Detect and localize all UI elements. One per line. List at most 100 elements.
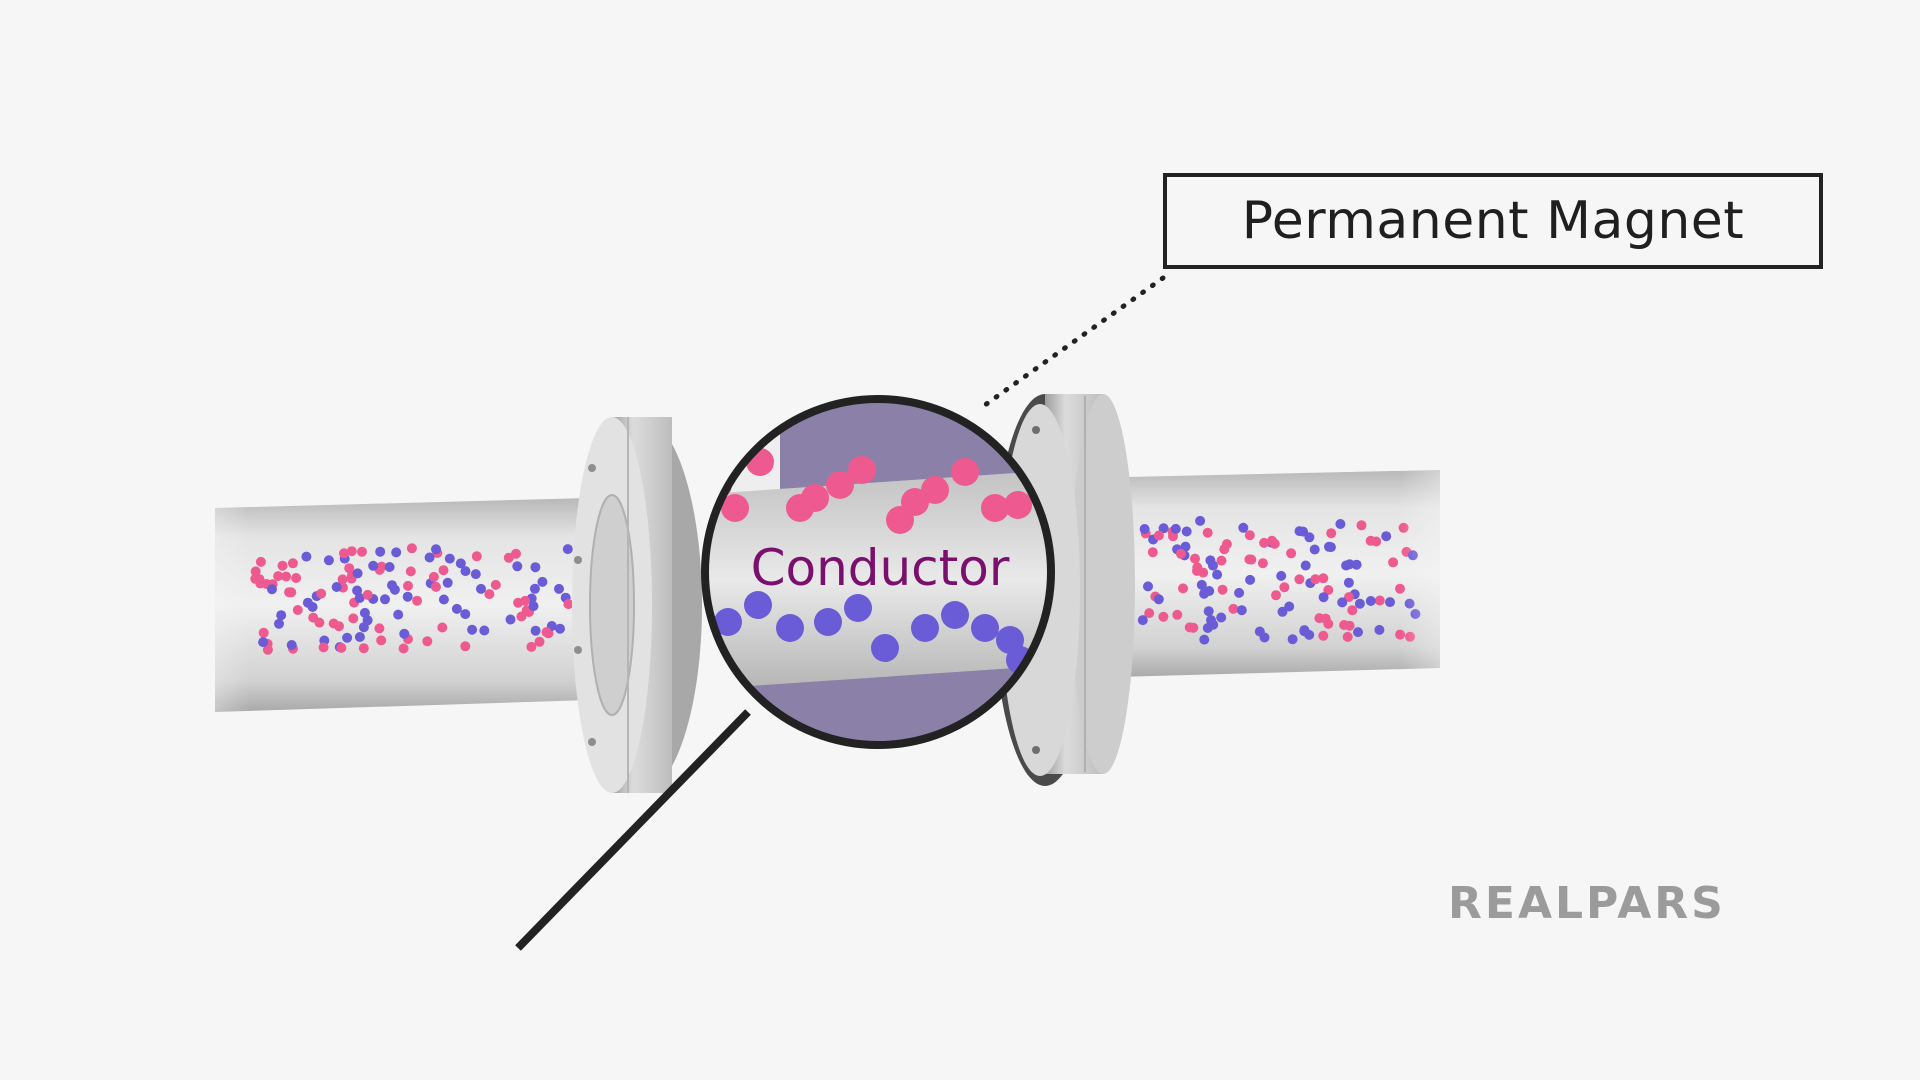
negative-charge [744, 591, 772, 619]
charge-particle [403, 580, 413, 591]
charge-particle [1178, 583, 1188, 594]
charge-particle [1190, 553, 1200, 564]
charge-particle [1216, 555, 1227, 566]
charge-particle [1244, 530, 1255, 541]
charge-particle [1216, 612, 1227, 623]
charge-particle [1309, 544, 1320, 555]
charge-particle [1356, 520, 1367, 531]
charge-particle [255, 578, 266, 589]
charge-particle [406, 543, 417, 554]
charge-particle [1381, 531, 1392, 542]
charge-particle [1236, 605, 1247, 616]
charge-particle [1279, 582, 1290, 593]
charge-particle [368, 560, 379, 571]
charge-particle [286, 640, 297, 650]
charge-particle [1300, 560, 1311, 571]
left-pipe [150, 480, 590, 740]
charge-particle [301, 551, 312, 562]
charge-particle [398, 643, 409, 654]
charge-particle [354, 632, 365, 642]
charge-particle [520, 595, 531, 606]
charge-particle [467, 624, 478, 635]
charge-particle [1244, 554, 1255, 565]
charge-particle [1318, 630, 1329, 641]
charge-particle [1259, 537, 1270, 548]
charge-particle [273, 571, 284, 582]
charge-particle [1374, 595, 1385, 606]
charge-particle [1287, 634, 1298, 645]
charge-particle [438, 594, 449, 605]
charge-particle [476, 583, 486, 594]
charge-particle [336, 642, 347, 653]
charge-particle [1294, 574, 1305, 585]
charge-particle [444, 553, 455, 564]
negative-charge [714, 608, 742, 636]
negative-charge [814, 608, 842, 636]
charge-particle [455, 558, 466, 569]
charge-particle [1304, 532, 1315, 543]
charge-particle [358, 643, 369, 654]
left-pipe-particles [250, 543, 574, 655]
charge-particle [1365, 596, 1376, 606]
charge-particle [1158, 611, 1169, 622]
charge-particle [314, 617, 325, 628]
charge-particle [1202, 527, 1213, 538]
charge-particle [274, 618, 284, 629]
charge-particle [460, 609, 471, 620]
charge-particle [291, 573, 302, 583]
charge-particle [1139, 524, 1150, 534]
charge-particle [1388, 557, 1399, 568]
charge-particle [554, 583, 564, 594]
charge-particle [1276, 570, 1287, 581]
charge-particle [352, 568, 363, 579]
charge-particle [1195, 515, 1206, 526]
charge-particle [1299, 625, 1310, 636]
charge-particle [384, 562, 395, 572]
charge-particle [362, 589, 373, 600]
charge-particle [412, 595, 423, 606]
charge-particle [302, 597, 313, 608]
charge-particle [1196, 579, 1207, 590]
charge-particle [1343, 592, 1354, 603]
charge-particle [1238, 522, 1249, 533]
charge-particle [484, 589, 495, 600]
charge-particle [1204, 586, 1215, 596]
charge-particle [1351, 559, 1362, 570]
charge-particle [1143, 581, 1153, 592]
charge-particle [1284, 601, 1295, 612]
charge-particle [555, 623, 565, 634]
charge-particle [1277, 606, 1288, 617]
charge-particle [287, 558, 298, 569]
charge-particle [1347, 605, 1358, 616]
charge-particle [424, 552, 435, 563]
charge-particle [374, 623, 385, 634]
charge-particle [1310, 574, 1321, 585]
charge-particle [534, 636, 545, 647]
charge-particle [562, 544, 573, 555]
charge-particle [316, 588, 327, 599]
charge-particle [344, 563, 355, 574]
charge-particle [1144, 608, 1155, 619]
charge-particle [1217, 584, 1228, 595]
charge-particle [1219, 544, 1230, 555]
charge-particle [376, 635, 387, 646]
charge-particle [1199, 634, 1210, 645]
charge-particle [1342, 631, 1353, 642]
positive-charge [1004, 491, 1032, 519]
charge-particle [1153, 594, 1164, 605]
charge-particle [1202, 623, 1213, 633]
charge-particle [339, 548, 349, 559]
charge-particle [1234, 587, 1245, 598]
charge-particle [1147, 547, 1158, 558]
negative-charge [941, 601, 969, 629]
charge-particle [541, 627, 552, 638]
charge-particle [1294, 526, 1305, 537]
charge-particle [1318, 573, 1329, 584]
charge-particle [460, 566, 471, 577]
realpars-logo: REALPARS [1448, 878, 1726, 929]
charge-particle [1228, 603, 1239, 614]
positive-charge [721, 494, 749, 522]
charge-particle [255, 556, 266, 567]
charge-particle [1180, 541, 1191, 552]
charge-particle [471, 551, 482, 562]
